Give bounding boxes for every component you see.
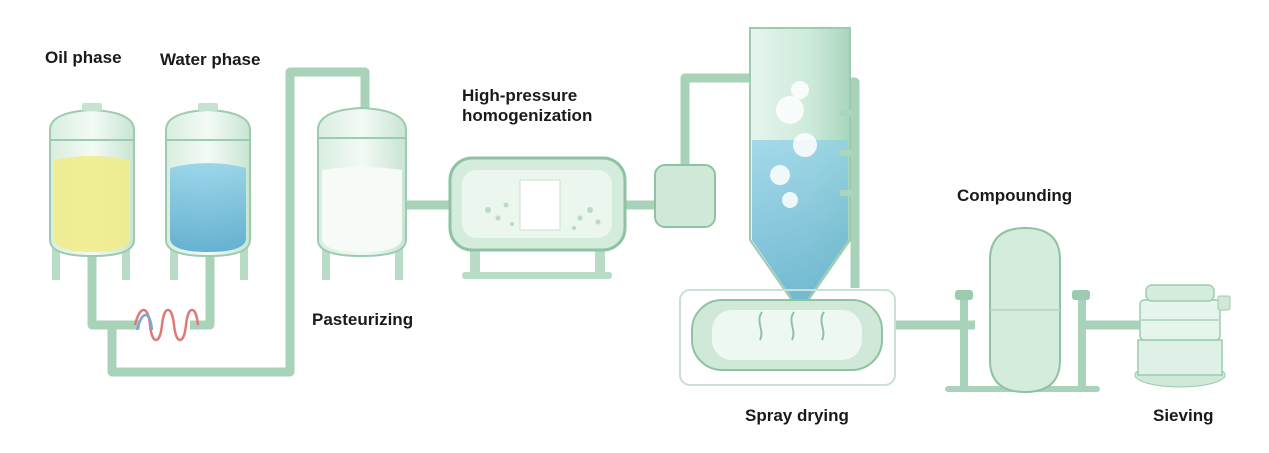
label-high-pressure-line1: High-pressure [462, 86, 578, 105]
dryer-bed [679, 289, 896, 386]
pump-box [654, 164, 716, 228]
pipe-return-to-pasteurizer [107, 67, 370, 377]
sieve [1134, 284, 1231, 388]
label-pasteurizing: Pasteurizing [312, 310, 414, 329]
water-liquid [170, 163, 246, 252]
label-sieving: Sieving [1153, 406, 1214, 425]
tower-liquid [752, 140, 848, 310]
label-water-phase: Water phase [160, 50, 261, 69]
label-oil-phase: Oil phase [45, 48, 122, 67]
label-compounding: Compounding [957, 186, 1073, 205]
label-spray-drying: Spray drying [745, 406, 849, 425]
homogenizer [448, 156, 627, 279]
pipe-water-out [190, 255, 215, 330]
water-phase-tank [165, 103, 251, 280]
spray-drying-tower [749, 27, 852, 314]
compounding-mixer [945, 226, 1100, 394]
label-high-pressure-line2: homogenization [462, 106, 593, 125]
heating-coil [133, 308, 200, 342]
oil-phase-tank [49, 103, 135, 280]
pipe-oil-out [87, 255, 140, 330]
pipe-pump-to-tower [680, 73, 752, 165]
oil-liquid [54, 156, 130, 252]
pasteurizer-tank [317, 106, 407, 280]
